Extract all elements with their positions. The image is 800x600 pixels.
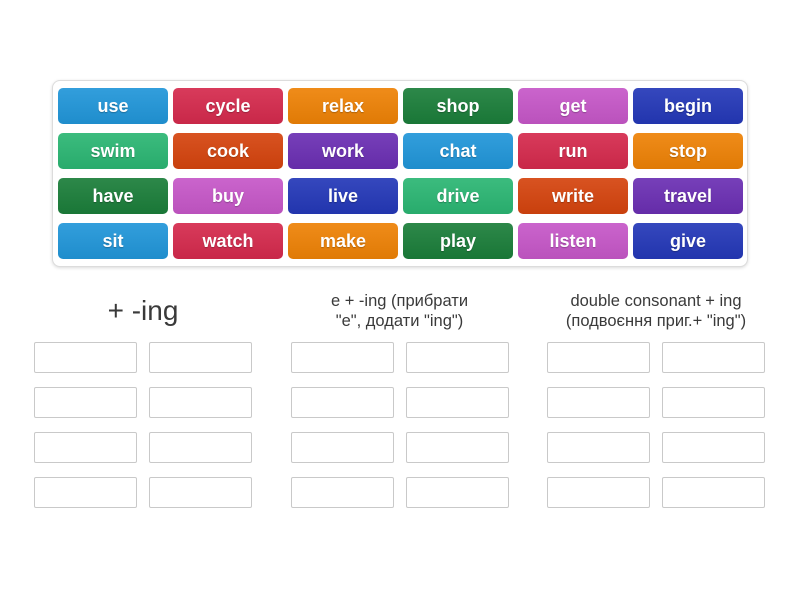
sort-groups: + -ing e + -ing (прибрати "e", додати "i… [34, 288, 765, 508]
slot-grid-e-plus-ing [290, 342, 509, 508]
word-tile-cycle[interactable]: cycle [173, 88, 283, 124]
answer-slot[interactable] [547, 477, 650, 508]
answer-slot[interactable] [34, 387, 137, 418]
word-tile-play[interactable]: play [403, 223, 513, 259]
word-tile-work[interactable]: work [288, 133, 398, 169]
word-tile-watch[interactable]: watch [173, 223, 283, 259]
group-plus-ing: + -ing [34, 288, 252, 508]
word-tile-have[interactable]: have [58, 178, 168, 214]
word-tile-shop[interactable]: shop [403, 88, 513, 124]
word-tile-swim[interactable]: swim [58, 133, 168, 169]
answer-slot[interactable] [290, 432, 394, 463]
group-title-line: + -ing [107, 295, 179, 326]
word-bank: use cycle relax shop get begin swim cook… [52, 80, 748, 267]
word-tile-live[interactable]: live [288, 178, 398, 214]
answer-slot[interactable] [547, 387, 650, 418]
answer-slot[interactable] [662, 342, 765, 373]
word-tile-run[interactable]: run [518, 133, 628, 169]
answer-slot[interactable] [34, 432, 137, 463]
word-tile-listen[interactable]: listen [518, 223, 628, 259]
answer-slot[interactable] [149, 477, 252, 508]
answer-slot[interactable] [405, 432, 509, 463]
answer-slot[interactable] [149, 387, 252, 418]
word-tile-cook[interactable]: cook [173, 133, 283, 169]
group-title-line: double consonant + ing [570, 292, 742, 310]
answer-slot[interactable] [547, 432, 650, 463]
group-title-plus-ing: + -ing [108, 288, 179, 334]
answer-slot[interactable] [149, 342, 252, 373]
answer-slot[interactable] [34, 342, 137, 373]
group-title-line: "e", додати "ing") [335, 312, 464, 330]
group-double-consonant: double consonant + ing (подвоєння приг.+… [547, 288, 765, 508]
word-tile-begin[interactable]: begin [633, 88, 743, 124]
word-tile-relax[interactable]: relax [288, 88, 398, 124]
answer-slot[interactable] [405, 342, 509, 373]
word-tile-make[interactable]: make [288, 223, 398, 259]
answer-slot[interactable] [149, 432, 252, 463]
group-title-e-plus-ing: e + -ing (прибрати "e", додати "ing") [331, 288, 468, 334]
word-tile-chat[interactable]: chat [403, 133, 513, 169]
group-title-double-consonant: double consonant + ing (подвоєння приг.+… [566, 288, 746, 334]
answer-slot[interactable] [290, 342, 394, 373]
word-tile-buy[interactable]: buy [173, 178, 283, 214]
answer-slot[interactable] [662, 477, 765, 508]
answer-slot[interactable] [662, 387, 765, 418]
word-tile-stop[interactable]: stop [633, 133, 743, 169]
word-tile-sit[interactable]: sit [58, 223, 168, 259]
word-tile-write[interactable]: write [518, 178, 628, 214]
answer-slot[interactable] [662, 432, 765, 463]
answer-slot[interactable] [34, 477, 137, 508]
answer-slot[interactable] [405, 387, 509, 418]
word-tile-drive[interactable]: drive [403, 178, 513, 214]
word-tile-travel[interactable]: travel [633, 178, 743, 214]
answer-slot[interactable] [547, 342, 650, 373]
group-title-line: e + -ing (прибрати [330, 292, 469, 310]
word-tile-get[interactable]: get [518, 88, 628, 124]
group-title-line: (подвоєння приг.+ "ing") [565, 312, 747, 330]
answer-slot[interactable] [290, 387, 394, 418]
word-tile-use[interactable]: use [58, 88, 168, 124]
slot-grid-plus-ing [34, 342, 252, 508]
group-e-plus-ing: e + -ing (прибрати "e", додати "ing") [290, 288, 509, 508]
answer-slot[interactable] [405, 477, 509, 508]
slot-grid-double-consonant [547, 342, 765, 508]
word-tile-give[interactable]: give [633, 223, 743, 259]
answer-slot[interactable] [290, 477, 394, 508]
